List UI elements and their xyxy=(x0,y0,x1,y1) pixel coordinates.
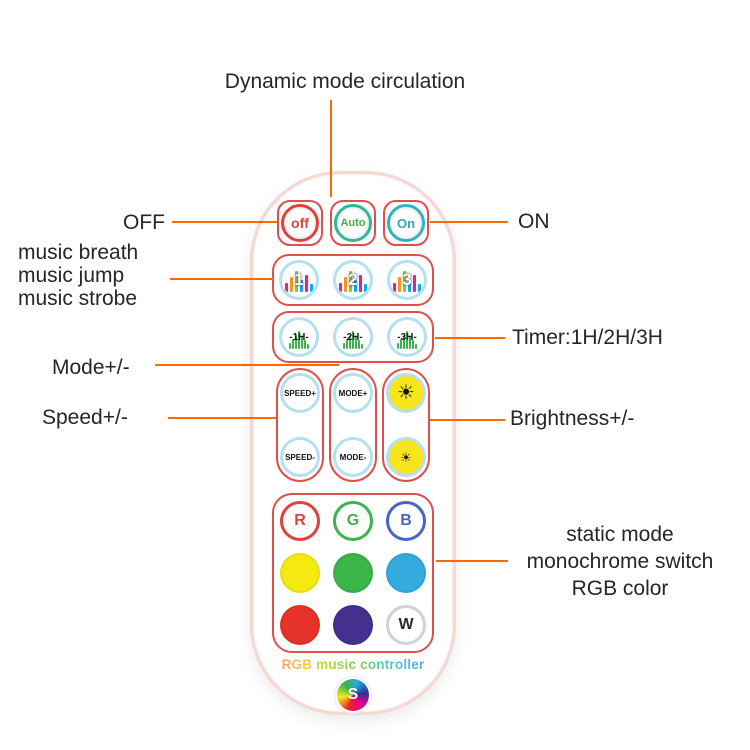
b-key-button[interactable]: B xyxy=(386,501,426,541)
music-breath-label: music breath xyxy=(18,241,139,264)
on-button-label: On xyxy=(396,215,416,231)
mode-plus-button[interactable]: MODE+ xyxy=(333,373,373,413)
monochrome-switch-label: monochrome switch xyxy=(526,550,714,573)
equalizer-icon xyxy=(336,331,370,349)
off-button[interactable]: off xyxy=(281,204,319,242)
static-mode-label: static mode xyxy=(566,523,674,546)
music-mode-1-button[interactable]: 1 xyxy=(279,260,319,300)
callout-line-music-modes xyxy=(170,278,274,280)
callout-line-off xyxy=(172,221,277,223)
w-key-label: W xyxy=(398,616,414,633)
brightness-plus-button[interactable]: ☀ xyxy=(386,373,426,413)
music-mode-3-button[interactable]: 3 xyxy=(387,260,427,300)
callout-line-brightness xyxy=(430,419,505,421)
timer-1h-label: -1H- xyxy=(289,331,309,343)
music-jump-label: music jump xyxy=(18,264,125,287)
auto-button[interactable]: Auto xyxy=(334,204,372,242)
timer-3h-button[interactable]: -3H- xyxy=(387,317,427,357)
equalizer-icon xyxy=(390,331,424,349)
timer-2h-label: -2H- xyxy=(343,331,363,343)
off-button-label: off xyxy=(291,215,309,231)
sun-icon: ☀ xyxy=(397,382,415,404)
mode-minus-label: MODE- xyxy=(339,452,367,462)
callout-off-label: OFF xyxy=(123,211,165,234)
callout-line-static-mode xyxy=(436,560,508,562)
yellow-color-button[interactable] xyxy=(280,553,320,593)
remote-brand-text: RGB music controller xyxy=(253,657,453,672)
mode-minus-button[interactable]: MODE- xyxy=(333,437,373,477)
equalizer-icon xyxy=(282,271,316,292)
off-button-outline: off xyxy=(277,200,323,246)
auto-button-label: Auto xyxy=(340,217,366,229)
callout-music-modes-label: music breath music jump music strobe xyxy=(18,241,178,310)
callout-speed-label: Speed+/- xyxy=(42,406,128,429)
callout-timer-label: Timer:1H/2H/3H xyxy=(512,326,663,349)
speed-minus-button[interactable]: SPEED- xyxy=(280,437,320,477)
music-mode-group: 1 2 3 xyxy=(272,254,434,306)
g-key-label: G xyxy=(346,512,360,529)
callout-brightness-label: Brightness+/- xyxy=(510,407,635,430)
white-color-button[interactable]: W xyxy=(386,605,426,645)
speed-plus-button[interactable]: SPEED+ xyxy=(280,373,320,413)
callout-on-label: ON xyxy=(518,210,550,233)
green-color-button[interactable] xyxy=(333,553,373,593)
equalizer-icon xyxy=(282,331,316,349)
speed-group: SPEED+ SPEED- xyxy=(276,368,324,482)
speed-plus-label: SPEED+ xyxy=(284,388,316,398)
timer-3h-label: -3H- xyxy=(397,331,417,343)
r-key-label: R xyxy=(294,512,306,529)
on-button-outline: On xyxy=(383,200,429,246)
callout-line-dynamic-mode xyxy=(330,100,332,197)
equalizer-icon xyxy=(390,271,424,292)
brightness-minus-button[interactable]: ☀ xyxy=(386,437,426,477)
remote-body: off Auto On 1 2 3 xyxy=(250,171,456,715)
auto-button-outline: Auto xyxy=(330,200,376,246)
speed-minus-label: SPEED- xyxy=(285,452,315,462)
music-strobe-label: music strobe xyxy=(18,287,138,310)
callout-mode-label: Mode+/- xyxy=(52,356,130,379)
callout-line-speed xyxy=(168,417,277,419)
equalizer-icon xyxy=(336,271,370,292)
callout-line-on xyxy=(430,221,508,223)
g-key-button[interactable]: G xyxy=(333,501,373,541)
callout-line-mode xyxy=(155,364,339,366)
mode-group: MODE+ MODE- xyxy=(329,368,377,482)
callout-static-mode-label: static mode monochrome switch RGB color xyxy=(503,521,737,602)
timer-1h-button[interactable]: -1H- xyxy=(279,317,319,357)
on-button[interactable]: On xyxy=(387,204,425,242)
music-mode-2-button[interactable]: 2 xyxy=(333,260,373,300)
timer-2h-button[interactable]: -2H- xyxy=(333,317,373,357)
brightness-group: ☀ ☀ xyxy=(382,368,430,482)
rgb-color-label: RGB color xyxy=(571,577,669,600)
sun-icon: ☀ xyxy=(400,449,412,465)
purple-color-button[interactable] xyxy=(333,605,373,645)
music-mode-2-number: 2 xyxy=(348,270,358,289)
mode-plus-label: MODE+ xyxy=(338,388,368,398)
callout-line-timer xyxy=(435,337,505,339)
r-key-button[interactable]: R xyxy=(280,501,320,541)
brand-logo-icon: S xyxy=(337,679,369,711)
music-mode-1-number: 1 xyxy=(294,270,304,289)
brand-logo-letter: S xyxy=(347,686,359,703)
blue-color-button[interactable] xyxy=(386,553,426,593)
music-mode-3-number: 3 xyxy=(402,270,412,289)
red-color-button[interactable] xyxy=(280,605,320,645)
b-key-label: B xyxy=(400,512,412,529)
callout-dynamic-mode-label: Dynamic mode circulation xyxy=(224,70,466,93)
timer-group: -1H- -2H- -3H- xyxy=(272,311,434,363)
color-grid-group: R G B W xyxy=(272,493,434,653)
